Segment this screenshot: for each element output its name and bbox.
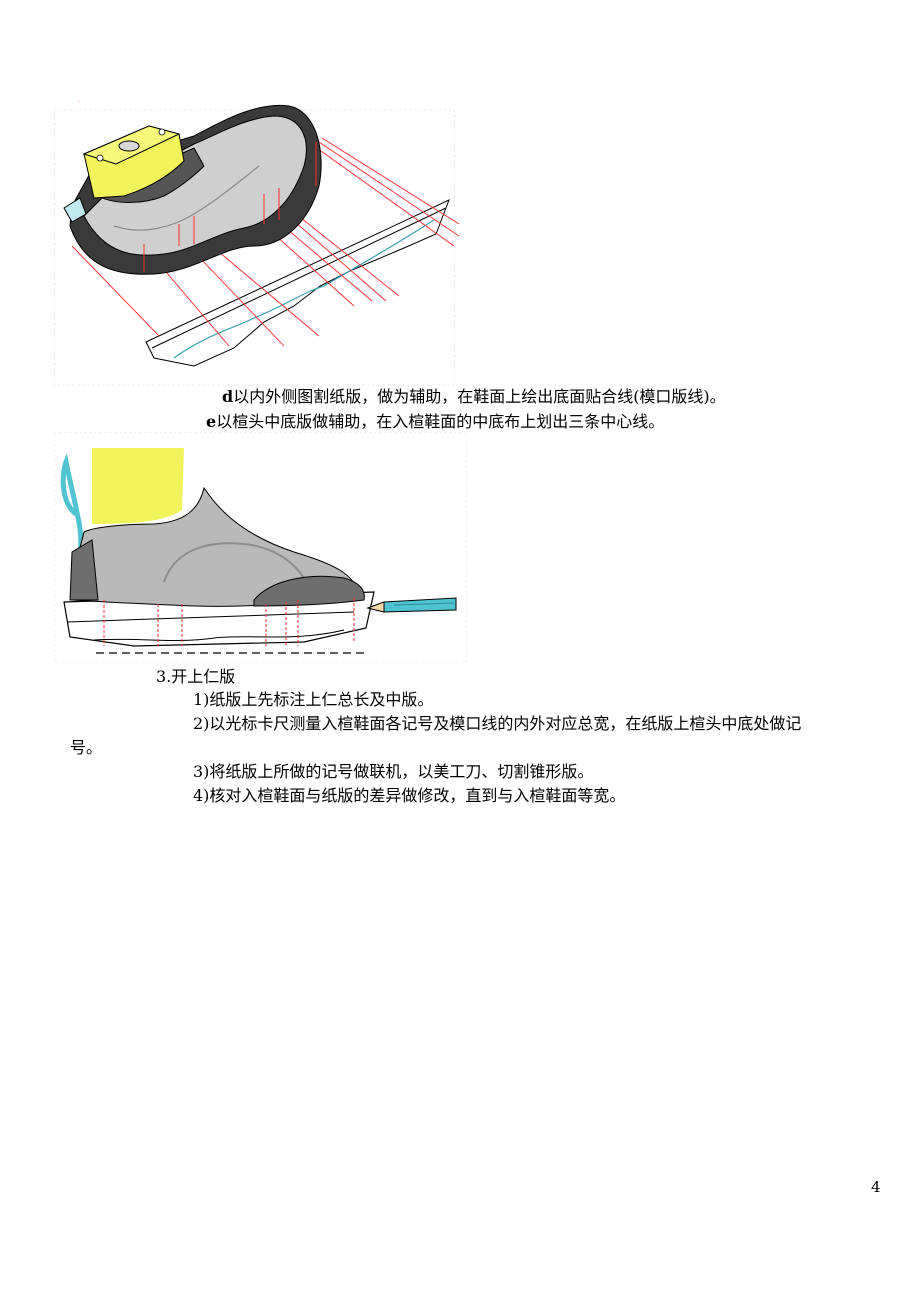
step-2-line-2: 号。	[70, 738, 103, 757]
step-4: 4)核对入楦鞋面与纸版的差异做修改，直到与入楦鞋面等宽。	[193, 786, 626, 805]
caption-e-marker: e	[206, 412, 217, 431]
step-2-line-1: 2)以光标卡尺测量入楦鞋面各记号及模口线的内外对应总宽，在纸版上楦头中底处做记	[193, 714, 802, 733]
caption-d-text: 以内外侧图割纸版，做为辅助，在鞋面上绘出底面贴合线(模口版线)。	[233, 387, 726, 406]
caption-d: d以内外侧图割纸版，做为辅助，在鞋面上绘出底面贴合线(模口版线)。	[222, 386, 726, 408]
page-number: 4	[871, 1178, 881, 1196]
section-title: 3.开上仁版	[156, 667, 236, 686]
caption-e: e以楦头中底版做辅助，在入楦鞋面的中底布上划出三条中心线。	[206, 411, 664, 433]
step-3: 3)将纸版上所做的记号做联机，以美工刀、切割锥形版。	[193, 762, 594, 781]
caption-e-text: 以楦头中底版做辅助，在入楦鞋面的中底布上划出三条中心线。	[216, 412, 665, 431]
shoe-last-projection-illustration: ·	[54, 99, 460, 386]
svg-text:·: ·	[78, 99, 80, 106]
figure-last-projection: ·	[54, 96, 464, 386]
caption-d-marker: d	[222, 387, 234, 406]
step-1: 1)纸版上先标注上仁总长及中版。	[193, 690, 434, 709]
figure-shoe-side-marking	[54, 432, 468, 664]
shoe-side-view-illustration	[54, 432, 467, 663]
